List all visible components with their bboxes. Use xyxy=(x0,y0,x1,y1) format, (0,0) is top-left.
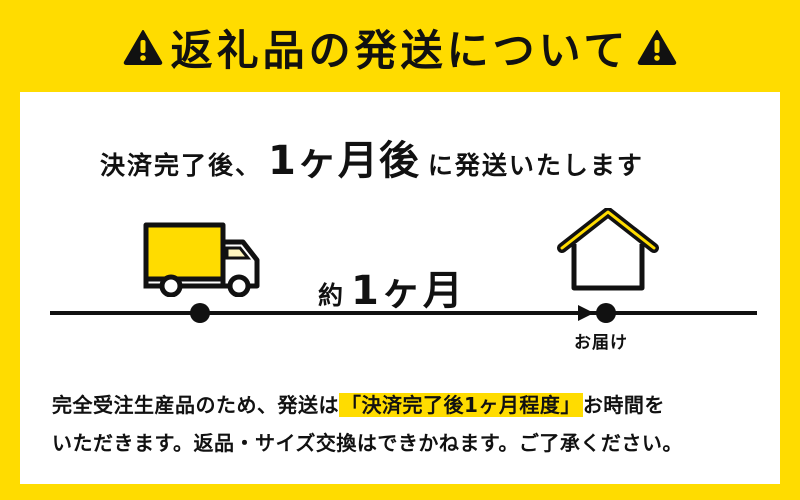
page-title: 返礼品の発送について xyxy=(170,25,630,75)
timeline-start-dot xyxy=(190,303,210,323)
delivery-label: お届け xyxy=(574,333,628,353)
timeline-line xyxy=(50,311,757,315)
duration-prefix: 約 xyxy=(318,281,344,310)
warning-triangle-icon xyxy=(123,30,162,65)
notice-text: 完全受注生産品のため、発送は xyxy=(52,393,339,417)
notice-line-2: いただきます。返品・サイズ交換はできかねます。ご了承ください。 xyxy=(52,431,683,455)
timeline-end-dot xyxy=(596,303,616,323)
notice-text: お時間を xyxy=(582,393,665,417)
header: 返礼品の発送について xyxy=(0,12,800,82)
headline-suffix: に発送いたします xyxy=(427,151,644,180)
duration-value: 1ヶ月 xyxy=(351,268,465,314)
warning-triangle-icon xyxy=(638,30,677,65)
notice-highlight: 「決済完了後1ヶ月程度」 xyxy=(339,393,583,417)
notice-line-1: 完全受注生産品のため、発送は「決済完了後1ヶ月程度」お時間を xyxy=(52,386,772,424)
delivery-truck-icon xyxy=(143,222,260,297)
shipping-notice: 完全受注生産品のため、発送は「決済完了後1ヶ月程度」お時間を いただきます。返品… xyxy=(52,386,772,462)
arrow-right-icon xyxy=(578,305,594,321)
house-icon xyxy=(557,208,659,291)
duration-label: 約 1ヶ月 xyxy=(318,258,465,316)
headline-emphasis: 1ヶ月後 xyxy=(268,138,420,184)
shipping-headline: 決済完了後、 1ヶ月後 に発送いたします xyxy=(100,128,740,186)
headline-prefix: 決済完了後、 xyxy=(100,151,263,180)
